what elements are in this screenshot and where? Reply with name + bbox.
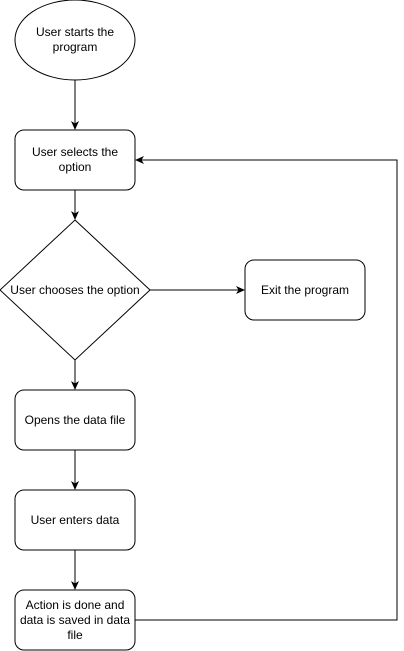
exit-node-shape — [244, 259, 366, 321]
arrow-loop-back-to-select — [135, 156, 398, 621]
choose-option-decision-label: User chooses the option — [10, 282, 140, 297]
start-node-label: User starts the program — [35, 25, 115, 54]
enter-data-node-label: User enters data — [30, 512, 120, 527]
exit-node-label: Exit the program — [260, 282, 350, 297]
select-option-node-label: User selects the option — [31, 145, 119, 174]
open-file-node-label: Opens the data file — [24, 412, 126, 427]
action-done-node-label: Action is done and data is saved in data… — [19, 597, 131, 642]
